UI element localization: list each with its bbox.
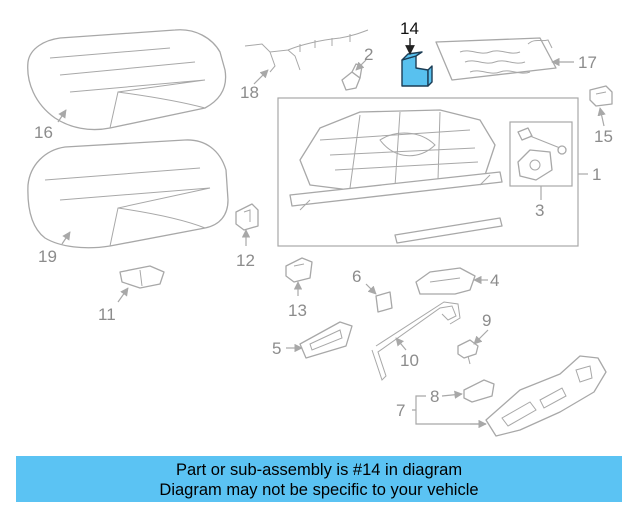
callout-17: 17 <box>578 53 597 72</box>
leader-2 <box>355 59 367 71</box>
caption-banner: Part or sub-assembly is #14 in diagram D… <box>16 456 622 502</box>
callout-2: 2 <box>364 45 373 64</box>
part-14-highlighted-bracket[interactable] <box>401 51 433 87</box>
part-16-seatback-cushion[interactable] <box>27 29 227 131</box>
callout-5: 5 <box>272 339 281 358</box>
callout-13: 13 <box>288 301 307 320</box>
part-7-side-shield[interactable] <box>485 355 607 437</box>
leader-19 <box>61 231 71 245</box>
part-2-clip[interactable] <box>341 63 363 91</box>
part-4-cover[interactable] <box>415 267 476 295</box>
part-11-clip[interactable] <box>119 265 165 289</box>
part-3-recliner-parts[interactable] <box>509 121 573 187</box>
leader-7 <box>412 395 486 425</box>
part-9-bolt[interactable] <box>457 339 479 365</box>
part-18-wire-harness[interactable] <box>244 29 369 73</box>
part-8-clip[interactable] <box>463 379 495 403</box>
callout-18: 18 <box>240 83 259 102</box>
leader-18 <box>253 69 269 85</box>
leader-9 <box>473 329 489 345</box>
callout-10: 10 <box>400 351 419 370</box>
leader-6 <box>365 283 377 295</box>
callout-9: 9 <box>482 311 491 330</box>
caption-line-1: Part or sub-assembly is #14 in diagram <box>175 461 463 479</box>
part-19-seat-cushion[interactable] <box>27 139 229 249</box>
callout-8: 8 <box>430 387 439 406</box>
part-13-bracket[interactable] <box>285 257 313 283</box>
callout-11: 11 <box>98 305 116 324</box>
callout-3: 3 <box>535 201 544 220</box>
callout-1: 1 <box>592 165 601 184</box>
callout-19: 19 <box>38 247 57 266</box>
callout-4: 4 <box>490 271 499 290</box>
leader-10 <box>395 337 407 351</box>
callout-15: 15 <box>594 127 613 146</box>
leader-15 <box>597 107 606 127</box>
callout-14: 14 <box>400 19 419 38</box>
callout-16: 16 <box>34 123 53 142</box>
part-12-bracket[interactable] <box>235 203 259 231</box>
caption-line-2: Diagram may not be specific to your vehi… <box>159 481 479 499</box>
callout-7: 7 <box>396 401 405 420</box>
part-10-rod[interactable] <box>371 301 461 381</box>
part-6-block[interactable] <box>375 291 393 313</box>
parts-diagram: 14 2 17 18 16 15 1 3 19 12 6 4 13 11 9 5… <box>27 19 613 437</box>
part-15-clip[interactable] <box>589 85 613 107</box>
callout-12: 12 <box>236 251 255 270</box>
part-5-side-trim[interactable] <box>299 321 353 359</box>
part-17-heater-pad[interactable] <box>435 37 557 81</box>
part-1-seat-frame-assembly[interactable] <box>277 97 579 247</box>
leader-8 <box>441 390 463 399</box>
leader-11 <box>117 287 129 303</box>
callout-6: 6 <box>352 267 361 286</box>
leader-16 <box>57 109 67 123</box>
